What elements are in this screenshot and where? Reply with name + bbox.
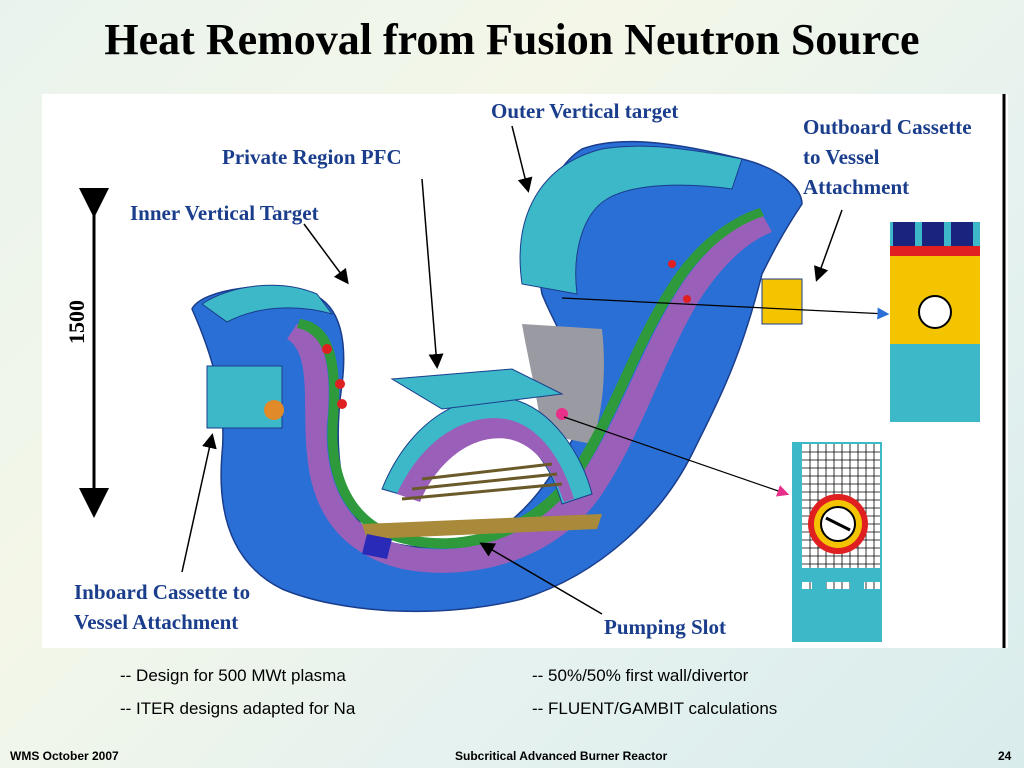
footer-left: WMS October 2007 — [10, 749, 119, 763]
bullet-left-2: -- ITER designs adapted for Na — [120, 699, 356, 718]
label-outboard-cassette-line3: Attachment — [803, 175, 910, 199]
divertor-cassette-figure: Outer Vertical target Private Region PFC… — [42, 94, 1008, 648]
label-inboard-cassette-line2: Vessel Attachment — [74, 610, 239, 634]
label-inboard-cassette-line1: Inboard Cassette to — [74, 580, 251, 604]
label-outboard-cassette-line1: Outboard Cassette — [803, 115, 972, 139]
cassette-drawing — [79, 94, 1006, 648]
bullet-right-1: -- 50%/50% first wall/divertor — [532, 666, 749, 685]
label-private-region-pfc: Private Region PFC — [222, 145, 402, 169]
outboard-attachment-inset — [890, 222, 980, 422]
inboard-attachment-inset — [792, 442, 882, 642]
label-outer-vertical-target: Outer Vertical target — [491, 99, 679, 123]
label-pumping-slot: Pumping Slot — [604, 615, 726, 639]
bullet-right-2: -- FLUENT/GAMBIT calculations — [532, 699, 778, 718]
footer-page-number: 24 — [998, 749, 1012, 763]
dimension-label: 1500 — [64, 300, 89, 344]
slide-title: Heat Removal from Fusion Neutron Source — [104, 15, 920, 64]
footer-center: Subcritical Advanced Burner Reactor — [455, 749, 668, 763]
label-inner-vertical-target: Inner Vertical Target — [130, 201, 319, 225]
bullet-left-1: -- Design for 500 MWt plasma — [120, 666, 346, 685]
label-outboard-cassette-line2: to Vessel — [803, 145, 880, 169]
